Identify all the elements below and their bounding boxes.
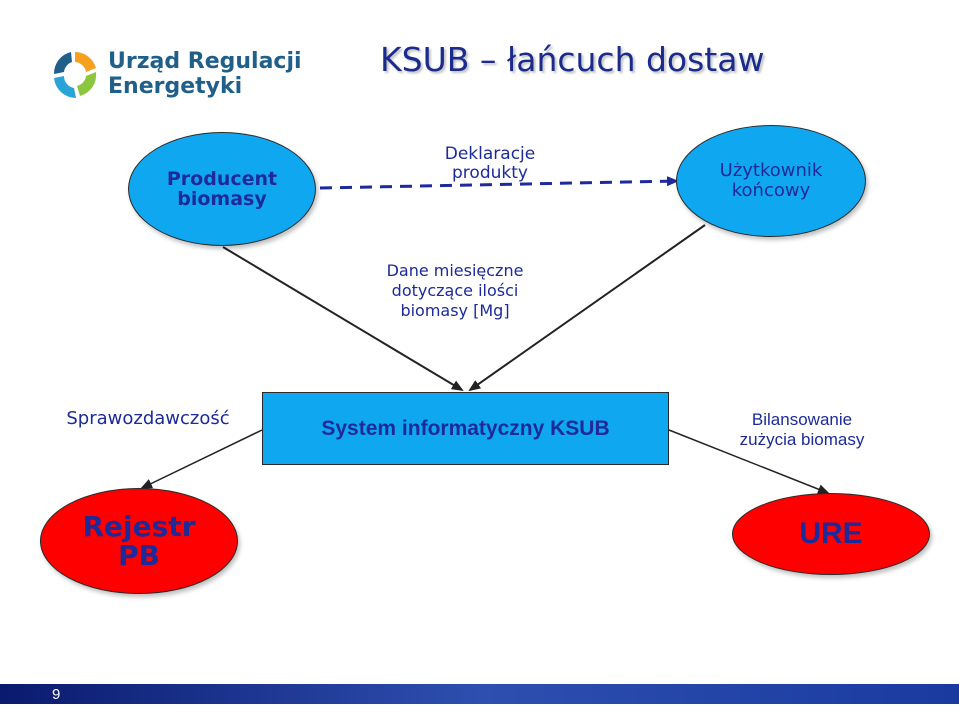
node-ksub-system: System informatyczny KSUB: [262, 392, 669, 465]
edge-label-balancing: Bilansowanie zużycia biomasy: [739, 410, 865, 449]
edge-enduser-to-ksub: [468, 224, 706, 392]
node-rejestr-label: Rejestr PB: [82, 510, 196, 572]
logo-line-1: Urząd Regulacji: [108, 49, 302, 74]
edge-producer-to-ksub: [222, 246, 464, 392]
page-number: 9: [52, 686, 61, 703]
node-producer-biomasy: Producent biomasy: [128, 132, 316, 246]
node-ure: URE: [732, 493, 930, 575]
node-ure-label: URE: [799, 517, 863, 550]
node-end-user-label: Użytkownik końcowy: [719, 160, 823, 201]
edge-reporting: [140, 429, 263, 489]
ure-emblem-icon: [53, 52, 97, 99]
node-ksub-label: System informatyczny KSUB: [321, 416, 610, 440]
node-end-user: Użytkownik końcowy: [676, 125, 866, 237]
logo-line-2: Energetyki: [108, 74, 243, 99]
edge-balancing: [668, 429, 830, 494]
edge-label-reporting: Sprawozdawczość: [66, 408, 230, 429]
page-title: KSUB – łańcuch dostaw: [380, 40, 765, 79]
ure-logo: Urząd Regulacji Energetyki: [50, 48, 302, 104]
footer-bar: [0, 684, 959, 704]
logo-wordmark: Urząd Regulacji Energetyki: [108, 49, 302, 99]
node-rejestr-pb: Rejestr PB: [40, 488, 238, 594]
edge-label-declarations: Deklaracje produkty: [444, 144, 536, 183]
node-producer-label: Producent biomasy: [166, 168, 278, 210]
edge-label-monthly-data: Dane miesięczne dotyczące ilości biomasy…: [386, 261, 524, 320]
